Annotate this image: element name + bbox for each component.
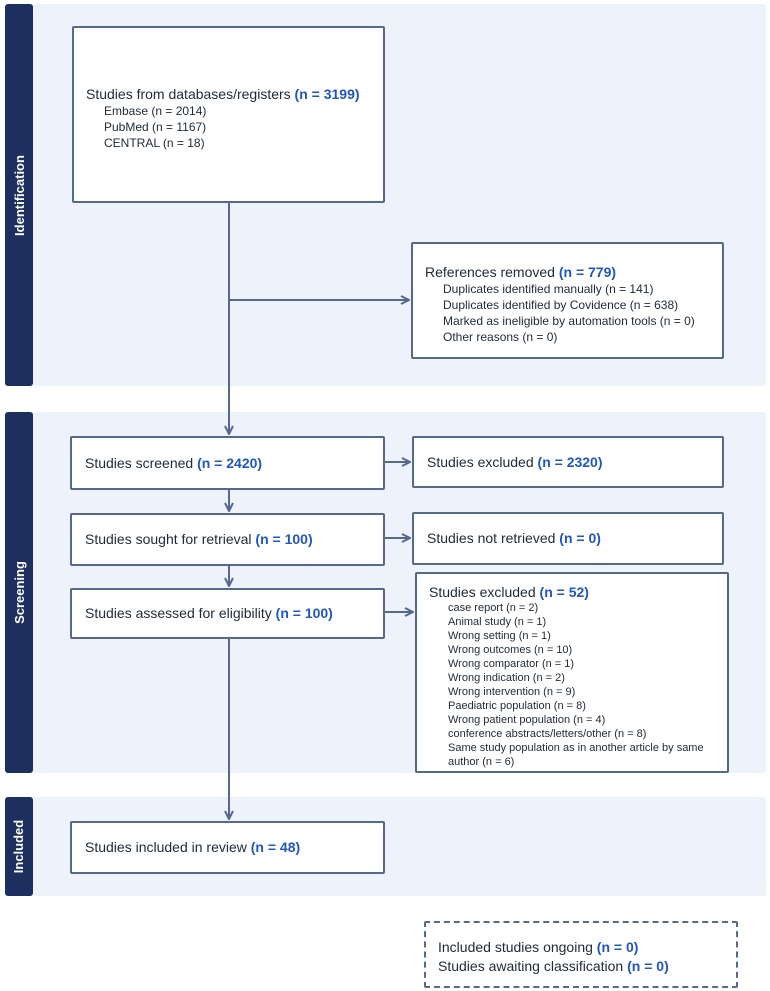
studies-included-box: Studies included in review (n = 48) xyxy=(70,821,385,874)
identification-label: Identification xyxy=(11,154,27,236)
databases-item: Embase (n = 2014) xyxy=(104,104,207,118)
exclusion-reason: Animal study (n = 1) xyxy=(448,616,547,628)
identification-label-bar: Identification xyxy=(5,4,33,386)
assessed-count: (n = 100) xyxy=(275,605,333,621)
databases-item: PubMed (n = 1167) xyxy=(104,120,207,134)
screened-count: (n = 2420) xyxy=(197,454,263,471)
awaiting-line: Studies awaiting classification (n = 0) xyxy=(438,958,669,974)
included-label: Included xyxy=(11,819,27,874)
databases-box: Studies from databases/registers (n = 31… xyxy=(72,26,385,203)
exclusion-reason: conference abstracts/letters/other (n = … xyxy=(448,728,647,740)
studies-screened-box: Studies screened (n = 2420) xyxy=(70,436,385,490)
sought-count: (n = 100) xyxy=(255,531,313,547)
studies-excluded-full-box: Studies excluded (n = 52) case report (n… xyxy=(415,572,729,773)
removed-item: Duplicates identified by Covidence (n = … xyxy=(443,298,679,312)
excluded-full-list: case report (n = 2) Animal study (n = 1)… xyxy=(429,601,727,769)
databases-title: Studies from databases/registers (n = 31… xyxy=(86,86,360,102)
removed-item: Other reasons (n = 0) xyxy=(443,330,558,344)
exclusion-reason: Wrong outcomes (n = 10) xyxy=(448,644,573,656)
removed-title: References removed (n = 779) xyxy=(425,264,617,280)
exclusion-reason: Wrong comparator (n = 1) xyxy=(448,658,575,670)
excluded-screen-count: (n = 2320) xyxy=(537,453,603,470)
exclusion-reason: Wrong intervention (n = 9) xyxy=(448,686,576,698)
exclusion-reason: Same study population as in another arti… xyxy=(448,742,704,754)
removed-item: Marked as ineligible by automation tools… xyxy=(443,314,695,328)
databases-count: (n = 3199) xyxy=(294,86,360,102)
exclusion-reason: author (n = 6) xyxy=(448,756,515,768)
studies-assessed-box: Studies assessed for eligibility (n = 10… xyxy=(70,588,385,639)
included-label-bar: Included xyxy=(5,797,33,896)
studies-sought-box: Studies sought for retrieval (n = 100) xyxy=(70,513,385,566)
studies-excluded-screen-box: Studies excluded (n = 2320) xyxy=(412,436,724,488)
excluded-full-title: Studies excluded (n = 52) xyxy=(429,584,589,600)
databases-item: CENTRAL (n = 18) xyxy=(104,136,205,150)
ongoing-line: Included studies ongoing (n = 0) xyxy=(438,939,639,955)
included-count: (n = 48) xyxy=(250,839,301,855)
not-retrieved-count: (n = 0) xyxy=(559,530,601,546)
studies-not-retrieved-box: Studies not retrieved (n = 0) xyxy=(412,512,724,565)
databases-list: Embase (n = 2014) PubMed (n = 1167) CENT… xyxy=(86,103,383,151)
removed-list: Duplicates identified manually (n = 141)… xyxy=(425,281,722,345)
references-removed-box: References removed (n = 779) Duplicates … xyxy=(411,242,724,359)
excluded-full-count: (n = 52) xyxy=(539,584,589,600)
exclusion-reason: Paediatric population (n = 8) xyxy=(448,700,586,712)
exclusion-reason: Wrong indication (n = 2) xyxy=(448,672,565,684)
removed-count: (n = 779) xyxy=(558,264,617,280)
exclusion-reason: Wrong setting (n = 1) xyxy=(448,630,551,642)
ongoing-awaiting-box: Included studies ongoing (n = 0) Studies… xyxy=(424,921,738,988)
awaiting-count: (n = 0) xyxy=(627,958,669,974)
screening-label: Screening xyxy=(11,561,27,624)
removed-item: Duplicates identified manually (n = 141) xyxy=(443,282,654,296)
screening-label-bar: Screening xyxy=(5,412,33,773)
exclusion-reason: case report (n = 2) xyxy=(448,602,539,614)
ongoing-count: (n = 0) xyxy=(596,939,639,955)
exclusion-reason: Wrong patient population (n = 4) xyxy=(448,714,606,726)
